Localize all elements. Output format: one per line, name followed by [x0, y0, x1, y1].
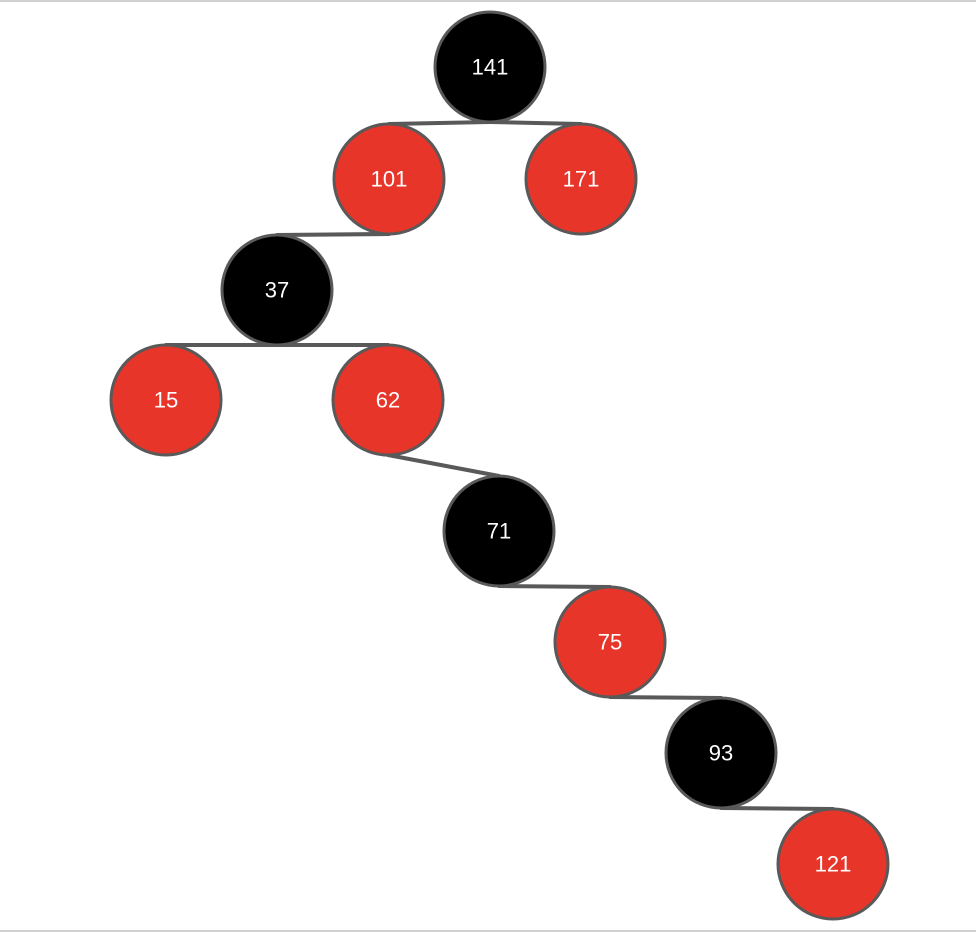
- edge-141-101: [387, 120, 492, 126]
- node-label: 37: [265, 278, 289, 303]
- node-circle-black: [664, 696, 778, 810]
- tree-node-71: 71: [442, 474, 556, 588]
- edge-62-71: [386, 453, 501, 478]
- edge-75-93: [608, 695, 723, 700]
- node-label: 141: [472, 55, 509, 80]
- tree-node-171: 171: [524, 122, 638, 236]
- node-label: 121: [815, 852, 852, 877]
- tree-node-37: 37: [220, 233, 334, 347]
- node-circle-black: [220, 233, 334, 347]
- node-label: 93: [709, 741, 733, 766]
- edge-93-121: [719, 806, 835, 811]
- node-label: 75: [598, 630, 622, 655]
- tree-node-121: 121: [776, 807, 890, 921]
- node-circle-red: [331, 343, 445, 457]
- tree-nodes: 141 101 171 37 15 62 71 75 93 121: [109, 10, 890, 921]
- node-circle-red: [332, 122, 446, 236]
- tree-node-141: 141: [433, 10, 547, 124]
- node-label: 15: [154, 388, 178, 413]
- node-label: 171: [563, 167, 600, 192]
- node-label: 62: [376, 388, 400, 413]
- node-circle-black: [433, 10, 547, 124]
- tree-node-93: 93: [664, 696, 778, 810]
- tree-edges: [164, 120, 835, 811]
- tree-node-75: 75: [553, 585, 667, 699]
- edge-101-37: [275, 232, 391, 237]
- node-circle-black: [442, 474, 556, 588]
- tree-node-15: 15: [109, 343, 223, 457]
- node-circle-red: [553, 585, 667, 699]
- edge-141-171: [488, 120, 583, 126]
- node-circle-red: [109, 343, 223, 457]
- edge-71-75: [497, 584, 612, 589]
- node-label: 101: [371, 167, 408, 192]
- tree-node-101: 101: [332, 122, 446, 236]
- tree-node-62: 62: [331, 343, 445, 457]
- node-label: 71: [487, 519, 511, 544]
- node-circle-red: [776, 807, 890, 921]
- node-circle-red: [524, 122, 638, 236]
